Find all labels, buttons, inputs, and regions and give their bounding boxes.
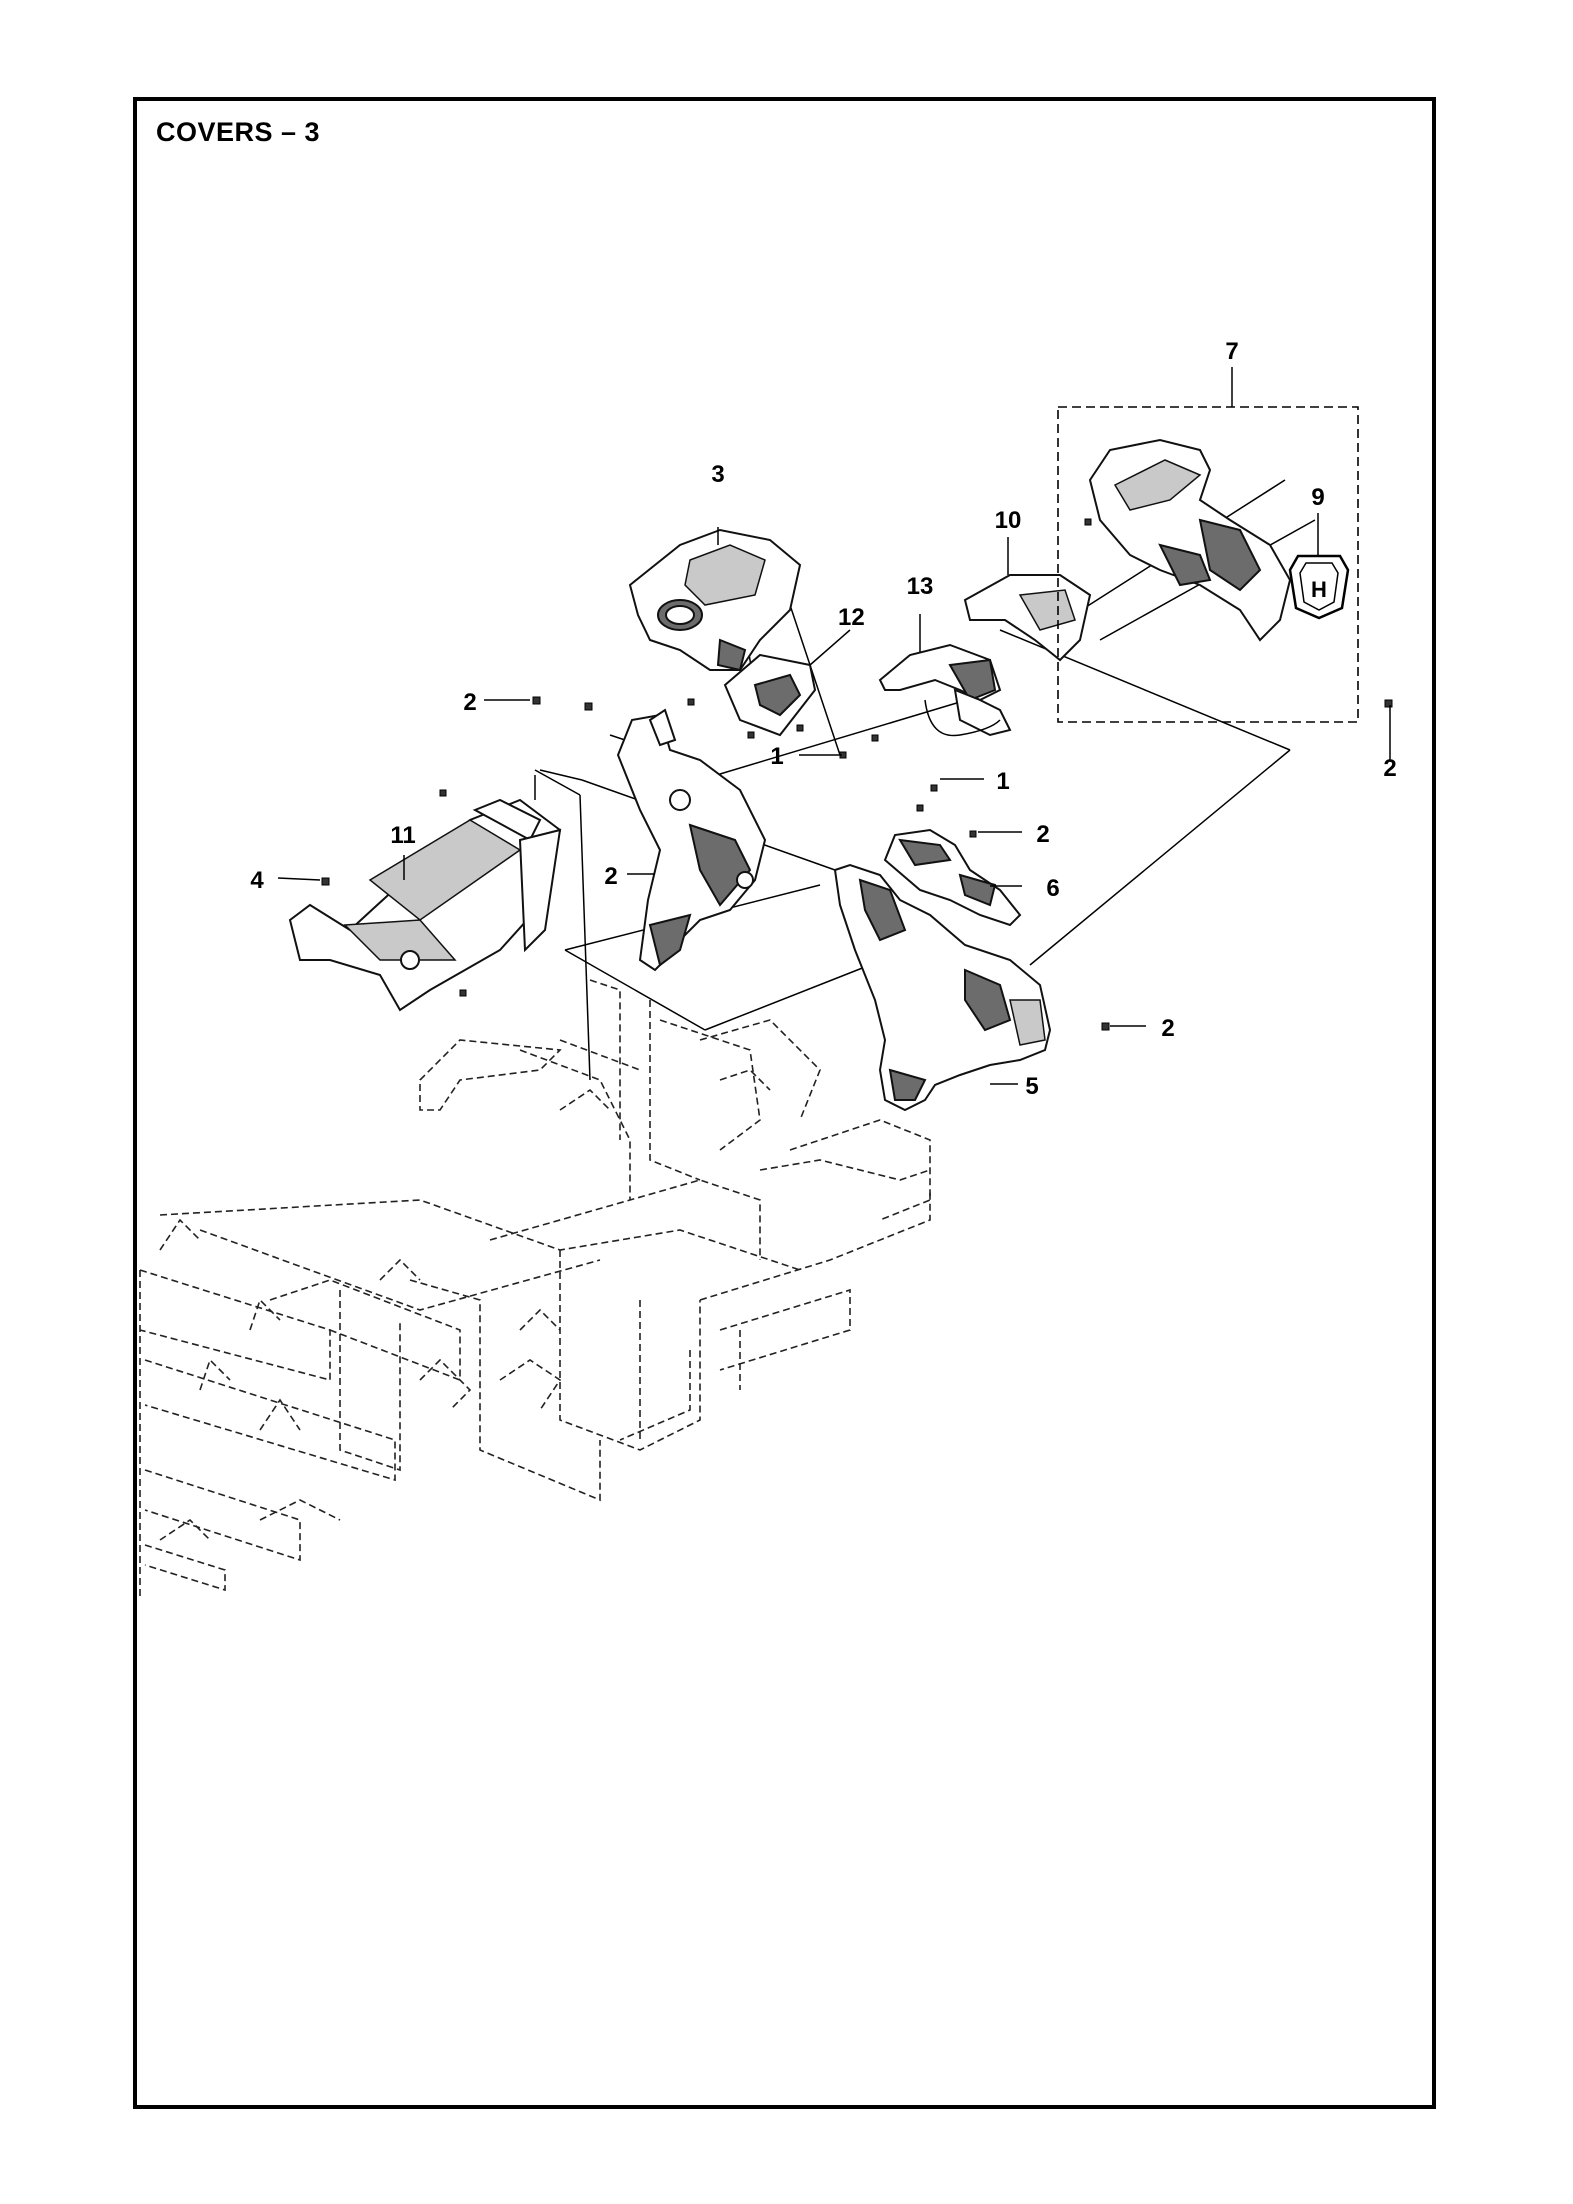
callout-1a: 1	[770, 743, 783, 770]
part-12-display	[723, 653, 817, 739]
callout-6: 6	[1046, 875, 1059, 902]
part-11-cover-tray	[288, 789, 562, 1012]
chassis-frame	[139, 979, 931, 1600]
callout-2c: 2	[1036, 821, 1049, 848]
callout-2e: 2	[1161, 1015, 1174, 1042]
callout-9: 9	[1311, 484, 1324, 511]
part-7-handle-assembly	[1057, 406, 1393, 723]
part-5-column-cover	[833, 863, 1110, 1112]
part-3-dash-panel	[628, 528, 802, 706]
screws	[321, 696, 938, 886]
part-10-top-cover	[963, 574, 1092, 662]
logo-letter: H	[1311, 577, 1327, 602]
callout-2a: 2	[463, 689, 476, 716]
callout-labels: 7 9 3 10 12 13 2 1 1 2 11 2 4 2 6 2 5	[250, 338, 1396, 1100]
callout-12: 12	[838, 604, 865, 631]
callout-10: 10	[995, 507, 1022, 534]
callout-13: 13	[907, 573, 934, 600]
callout-3: 3	[711, 461, 724, 488]
callout-2b: 2	[1383, 755, 1396, 782]
husqvarna-logo-icon: H	[1288, 554, 1350, 620]
part-13-control-unit	[871, 643, 1012, 742]
callout-5: 5	[1025, 1073, 1038, 1100]
callout-4: 2	[604, 863, 617, 890]
page-title: COVERS – 3	[156, 117, 321, 147]
callout-11: 11	[390, 822, 415, 849]
page-frame	[133, 97, 1436, 2109]
callout-2d: 4	[250, 867, 264, 894]
callout-1b: 1	[996, 768, 1009, 795]
part-6-bracket	[883, 804, 1022, 927]
callout-7: 7	[1225, 338, 1238, 365]
callout-leaders	[277, 367, 1391, 1085]
part-4-column-cover	[616, 708, 767, 972]
